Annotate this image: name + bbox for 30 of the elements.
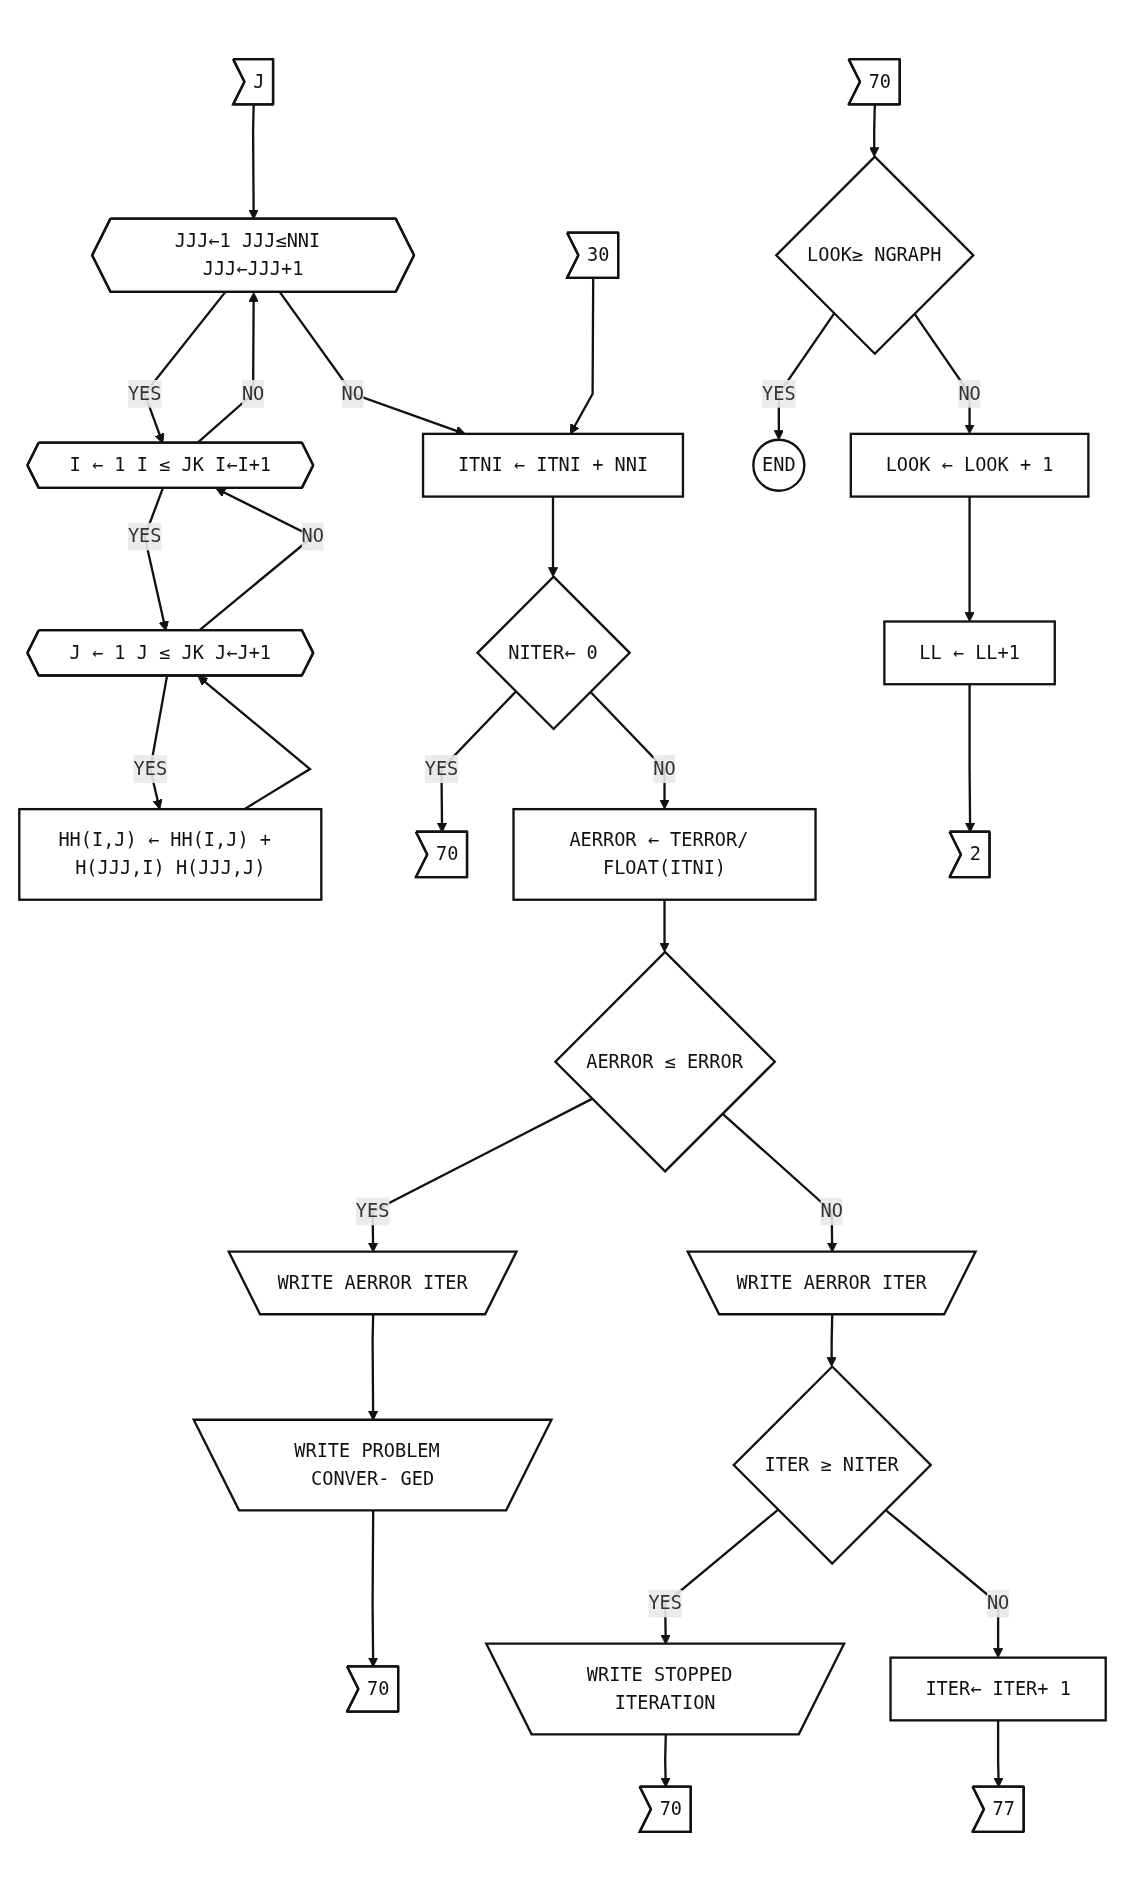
node-box: HH(I,J) ← HH(I,J) + H(JJJ,I) H(JJJ,J): [18, 807, 323, 901]
edge-label: NO: [986, 1592, 1010, 1615]
arrow: [826, 1314, 837, 1367]
node-diamond: LOOK≥ NGRAPH: [774, 155, 975, 356]
edge-label: YES: [648, 1592, 682, 1615]
node-box: ITER← ITER+ 1: [889, 1656, 1107, 1722]
node-box: AERROR ← TERROR/ FLOAT(ITNI): [512, 807, 817, 901]
arrow: [547, 496, 559, 578]
edge-label: NO: [820, 1199, 843, 1222]
edge-label: NO: [958, 382, 981, 405]
node-diamond: AERROR ≤ ERROR: [553, 950, 777, 1174]
edge-label: YES: [127, 382, 162, 405]
node-diamond: ITER ≥ NITER: [732, 1364, 933, 1566]
node-box: ITNI ← ITNI + NNI: [421, 432, 685, 498]
edge-label: YES: [762, 382, 796, 405]
edge-label: NO: [241, 382, 265, 405]
arrow: [869, 105, 880, 158]
edge-label: NO: [341, 382, 364, 405]
edge-label: YES: [355, 1199, 390, 1222]
edge-label: YES: [424, 757, 459, 780]
arrow: [964, 496, 975, 622]
arrow: [659, 899, 670, 953]
edge-label: YES: [127, 525, 162, 548]
node-diamond: NITER← 0: [475, 575, 632, 731]
node-box: LL ← LL+1: [883, 620, 1056, 686]
node-circle: END: [752, 438, 806, 492]
edge-label: YES: [133, 757, 168, 780]
edge-label: NO: [653, 757, 676, 780]
edge-label: NO: [301, 525, 324, 548]
node-box: LOOK ← LOOK + 1: [849, 432, 1090, 498]
